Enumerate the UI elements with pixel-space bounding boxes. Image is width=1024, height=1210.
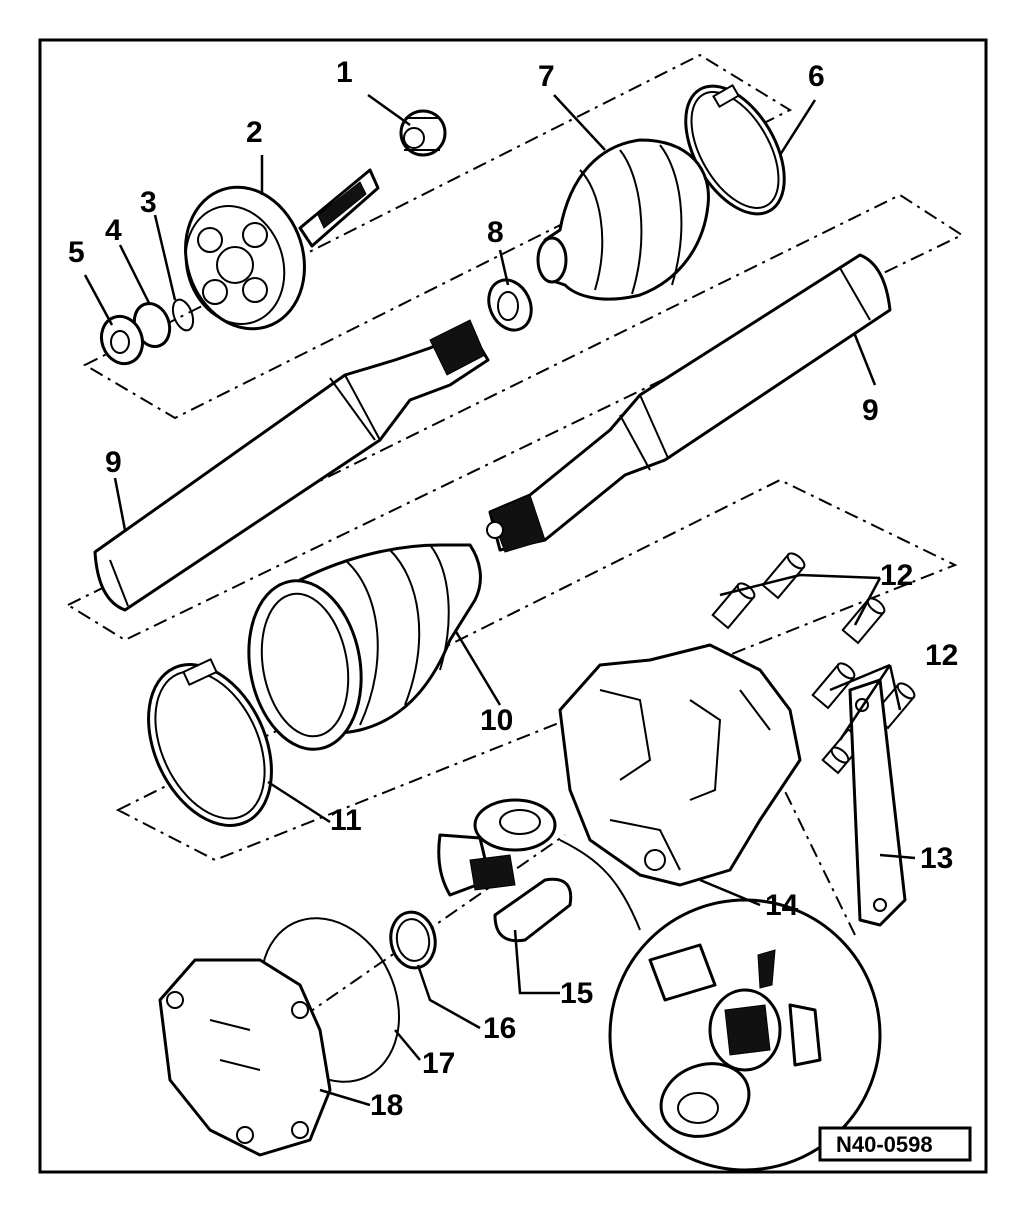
part-joint-housing bbox=[558, 643, 802, 887]
upper-joint-group-outline bbox=[82, 53, 793, 420]
part-drive-shaft-left bbox=[93, 319, 490, 612]
callout-11: 11 bbox=[330, 804, 362, 837]
part-boot-upper bbox=[536, 138, 710, 301]
callout-8: 8 bbox=[487, 216, 504, 249]
callout-2: 2 bbox=[246, 116, 263, 149]
part-gasket bbox=[848, 678, 907, 927]
callout-18: 18 bbox=[370, 1089, 403, 1122]
part-tripod bbox=[437, 798, 573, 943]
callout-14: 14 bbox=[765, 889, 799, 922]
part-cover-cap bbox=[158, 958, 332, 1157]
part-boot-lower bbox=[247, 543, 482, 751]
part-bolts bbox=[711, 552, 916, 775]
part-circlip-lower bbox=[389, 910, 437, 970]
callout-1: 1 bbox=[336, 56, 353, 89]
callout-16: 16 bbox=[483, 1012, 516, 1045]
part-clamp-lower bbox=[147, 657, 273, 827]
callout-15: 15 bbox=[560, 977, 593, 1010]
callout-13: 13 bbox=[920, 842, 953, 875]
callout-10: 10 bbox=[480, 704, 513, 737]
callout-6: 6 bbox=[808, 60, 825, 93]
diagram-frame bbox=[38, 38, 988, 1174]
callout-9-right: 9 bbox=[862, 394, 879, 427]
reference-code: N40-0598 bbox=[836, 1132, 933, 1157]
part-circlip bbox=[171, 298, 195, 332]
part-drive-shaft-right bbox=[486, 253, 892, 553]
part-retaining-ring bbox=[487, 278, 533, 332]
callout-7: 7 bbox=[538, 60, 555, 93]
part-nut bbox=[399, 109, 447, 157]
callout-3: 3 bbox=[140, 186, 157, 219]
tripod-detail-inset bbox=[559, 839, 882, 1172]
part-thrust-washer bbox=[99, 314, 145, 366]
callout-5: 5 bbox=[68, 236, 85, 269]
shaft-group-outline bbox=[65, 193, 965, 642]
leader-lines bbox=[83, 93, 916, 1107]
callout-17: 17 bbox=[422, 1047, 455, 1080]
callout-9-left: 9 bbox=[105, 446, 122, 479]
callout-4: 4 bbox=[105, 214, 122, 247]
callouts: 1 2 3 4 5 6 7 8 9 9 10 11 12 12 13 14 15… bbox=[68, 56, 958, 1122]
reference-code-box: N40-0598 bbox=[818, 1126, 972, 1162]
callout-12-lower: 12 bbox=[925, 639, 958, 672]
callout-12-upper: 12 bbox=[880, 559, 913, 592]
part-outer-cv-joint bbox=[184, 168, 380, 331]
lower-boot-group-outline bbox=[115, 478, 958, 862]
